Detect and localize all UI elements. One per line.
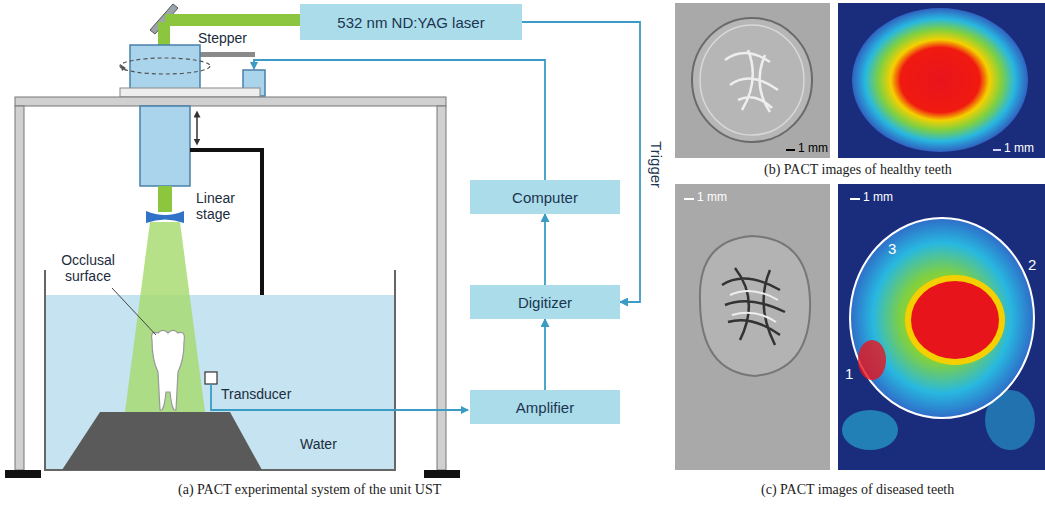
belt xyxy=(195,52,255,57)
tooth-outline xyxy=(700,236,810,376)
tooth-outline xyxy=(692,18,812,142)
heat-map xyxy=(858,340,886,380)
scan-head xyxy=(140,106,190,186)
box-label: Computer xyxy=(512,189,578,206)
image-texture xyxy=(725,50,778,112)
process-box: 532 nm ND:YAG laser xyxy=(300,4,522,40)
table-foot xyxy=(424,470,460,478)
plate xyxy=(120,88,260,97)
part-label: 1 xyxy=(845,365,853,382)
heat-map xyxy=(905,275,1005,365)
heat-map xyxy=(850,218,1034,418)
leader-line xyxy=(112,288,156,335)
part-label: (c) PACT images of diseased teeth xyxy=(761,482,954,498)
pact-image xyxy=(838,184,1045,470)
process-box: Amplifier xyxy=(470,390,620,424)
connector xyxy=(522,22,640,302)
part-label: Water xyxy=(300,436,337,452)
image-texture xyxy=(730,291,778,322)
connector xyxy=(544,319,546,390)
water-tank xyxy=(45,270,395,470)
scale-bar xyxy=(786,149,795,151)
edge-label: Trigger xyxy=(648,141,665,188)
diverging-beam xyxy=(125,222,205,412)
tooth xyxy=(152,331,185,411)
table-leg xyxy=(437,106,446,470)
heat-map xyxy=(852,8,1028,152)
pact-image xyxy=(675,184,830,470)
part-label: 1 mm xyxy=(697,191,727,205)
table-leg xyxy=(15,106,24,470)
tooth-outline xyxy=(700,25,804,135)
part-label: 3 xyxy=(888,240,896,257)
part-label: (a) PACT experimental system of the unit… xyxy=(178,482,441,498)
part-label: Occlusal surface xyxy=(50,252,126,284)
part-label: 1 mm xyxy=(798,142,828,156)
heat-map xyxy=(842,410,898,450)
sample-platform xyxy=(62,412,262,470)
scale-bar xyxy=(993,149,1001,151)
signal-wire xyxy=(211,384,468,410)
heat-map xyxy=(911,281,999,359)
linear-stage-arrow xyxy=(196,114,198,142)
part-label: Stepper xyxy=(198,30,247,46)
part-label: 1 mm xyxy=(1004,142,1034,156)
box-label: 532 nm ND:YAG laser xyxy=(337,14,484,31)
part-label: Transducer xyxy=(221,386,291,402)
transducer xyxy=(205,372,217,384)
pact-image xyxy=(675,3,830,158)
box-label: Digitizer xyxy=(518,294,572,311)
part-label: (b) PACT images of healthy teeth xyxy=(764,162,952,178)
laser-beam xyxy=(165,14,300,26)
table-foot xyxy=(5,470,41,478)
table-top xyxy=(15,97,446,106)
rotation-arrowhead xyxy=(120,64,126,71)
connector xyxy=(544,214,546,285)
part-label: 1 mm xyxy=(863,191,893,205)
image-texture xyxy=(722,268,785,345)
box-label: Amplifier xyxy=(516,399,574,416)
part-label: Linear stage xyxy=(196,190,254,222)
concave-lens xyxy=(146,211,184,223)
scale-bar xyxy=(684,198,694,200)
laser-beam xyxy=(158,22,170,46)
control-wire xyxy=(254,60,545,180)
part-label: 2 xyxy=(1028,256,1036,273)
rotary-stage xyxy=(130,45,200,90)
process-box: Digitizer xyxy=(470,285,620,319)
laser-beam xyxy=(158,186,172,212)
process-box: Computer xyxy=(470,180,620,214)
scale-bar xyxy=(850,198,860,200)
rotation-arrow xyxy=(120,58,210,74)
pact-image xyxy=(838,3,1045,158)
water xyxy=(46,295,394,470)
